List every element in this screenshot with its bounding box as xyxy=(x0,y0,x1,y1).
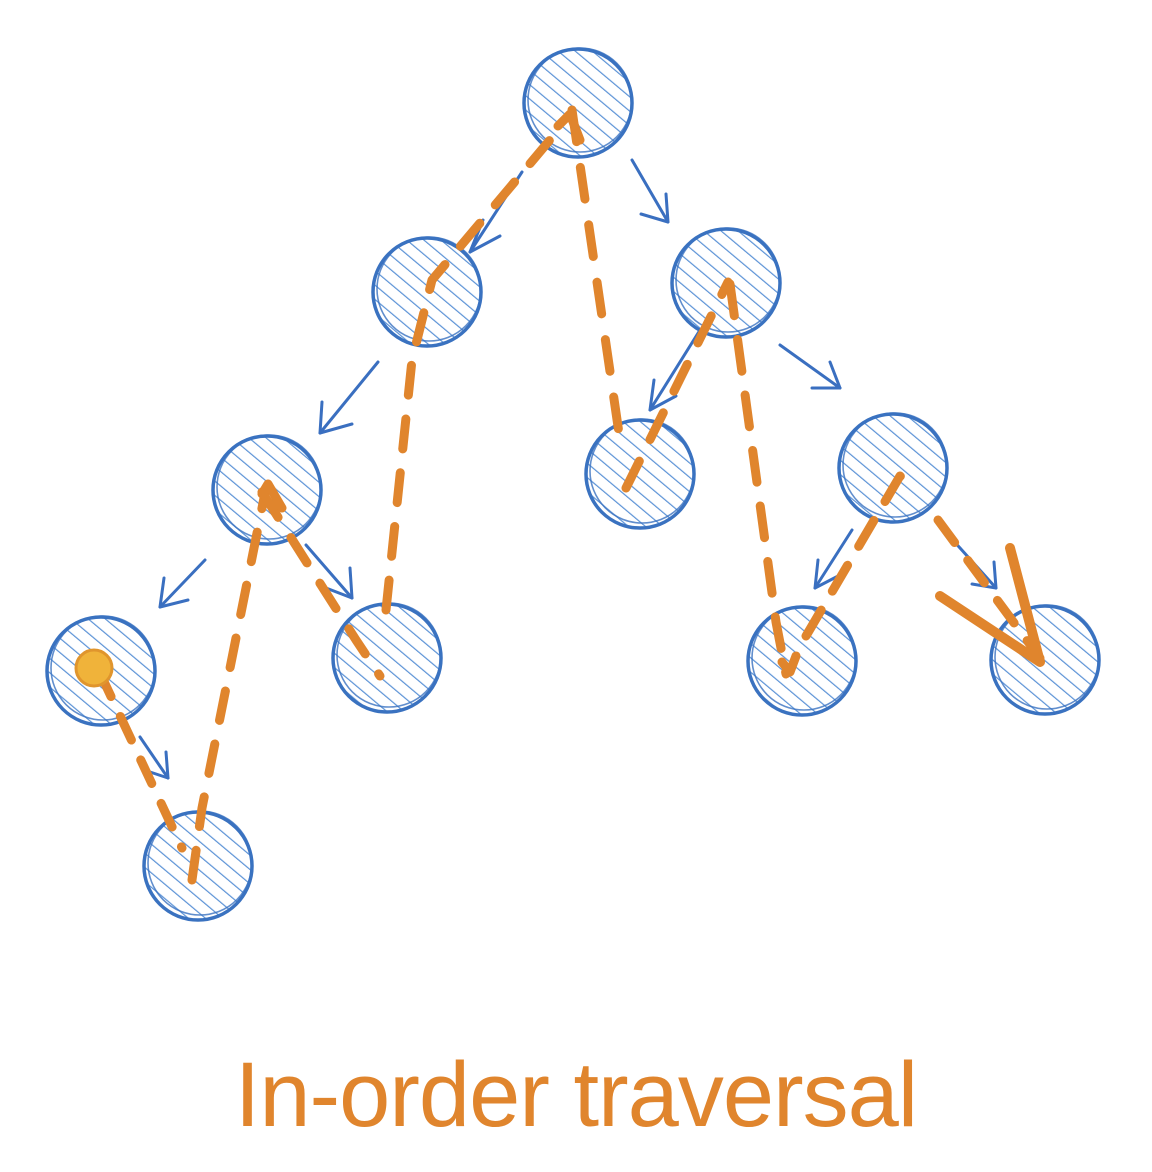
edge-arrow-c-g xyxy=(158,558,207,609)
edge-arrow-a-c xyxy=(318,360,380,435)
traversal-segment-h-a xyxy=(381,123,565,615)
traversal-segment-d-b xyxy=(621,277,733,493)
traversal-tick-root xyxy=(553,109,585,145)
diagram-caption: In-order traversal xyxy=(234,1044,918,1146)
edge-arrow-b-f xyxy=(778,343,842,390)
traversal-segment-root-d xyxy=(567,105,627,459)
traversal-segment-k-c xyxy=(187,483,271,885)
tree-node-root xyxy=(522,47,634,159)
traversal-segment-g-k xyxy=(95,668,187,853)
tree-node-f xyxy=(837,412,949,524)
traversal-path xyxy=(95,105,1045,885)
edge-arrow-g-k xyxy=(138,735,170,780)
tree-node-i xyxy=(746,605,858,717)
traversal-tick-i xyxy=(777,651,801,677)
tree-node-d xyxy=(584,418,696,530)
binary-tree-diagram xyxy=(45,47,1101,922)
tree-edges xyxy=(138,158,998,780)
tree-node-j xyxy=(989,604,1101,716)
traversal-end-arrowhead xyxy=(935,543,1045,667)
edge-arrow-c-h xyxy=(304,543,354,600)
edge-arrow-root-b xyxy=(630,158,670,224)
traversal-segment-b-i xyxy=(725,279,791,679)
tree-nodes xyxy=(45,47,1101,922)
start-node-marker xyxy=(74,648,114,688)
traversal-segment-i-f xyxy=(801,471,919,641)
edge-arrow-b-d xyxy=(648,328,702,412)
traversal-tick-c xyxy=(257,479,287,513)
traversal-segment-f-j xyxy=(933,515,1045,663)
traversal-segment-c-h xyxy=(257,487,385,681)
tree-node-h xyxy=(331,602,443,714)
edge-arrow-f-i xyxy=(813,528,854,590)
